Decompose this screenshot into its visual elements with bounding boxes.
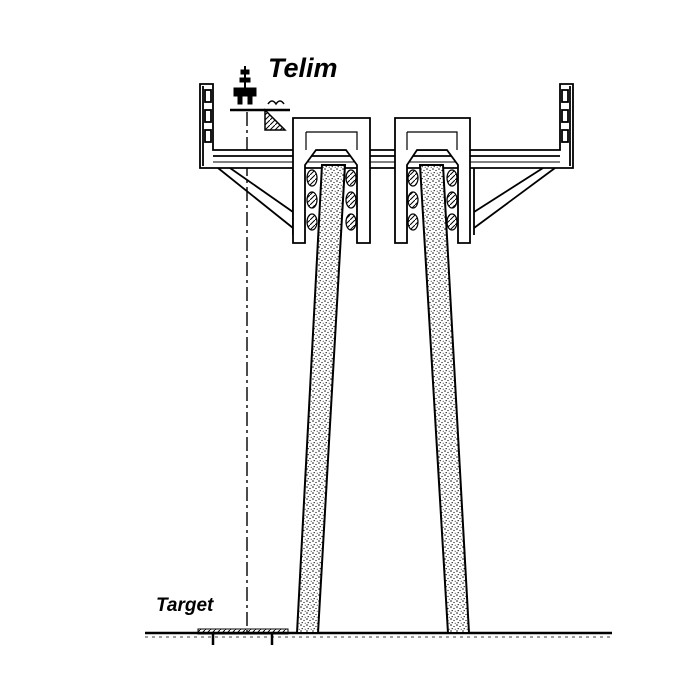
target-label: Target <box>156 595 214 616</box>
right-pier-column <box>418 164 471 634</box>
right-pier-head <box>394 117 471 244</box>
target-marker-icon <box>197 628 289 645</box>
telim-instrument-icon <box>230 66 290 131</box>
left-bearings <box>306 169 357 231</box>
bridge-deck <box>199 83 574 169</box>
left-pier-head <box>292 117 371 244</box>
left-pier-column <box>295 164 347 634</box>
right-bearings <box>407 169 458 231</box>
left-bracket <box>217 167 294 235</box>
right-bracket <box>473 167 556 235</box>
telim-label: Telim <box>268 53 338 83</box>
